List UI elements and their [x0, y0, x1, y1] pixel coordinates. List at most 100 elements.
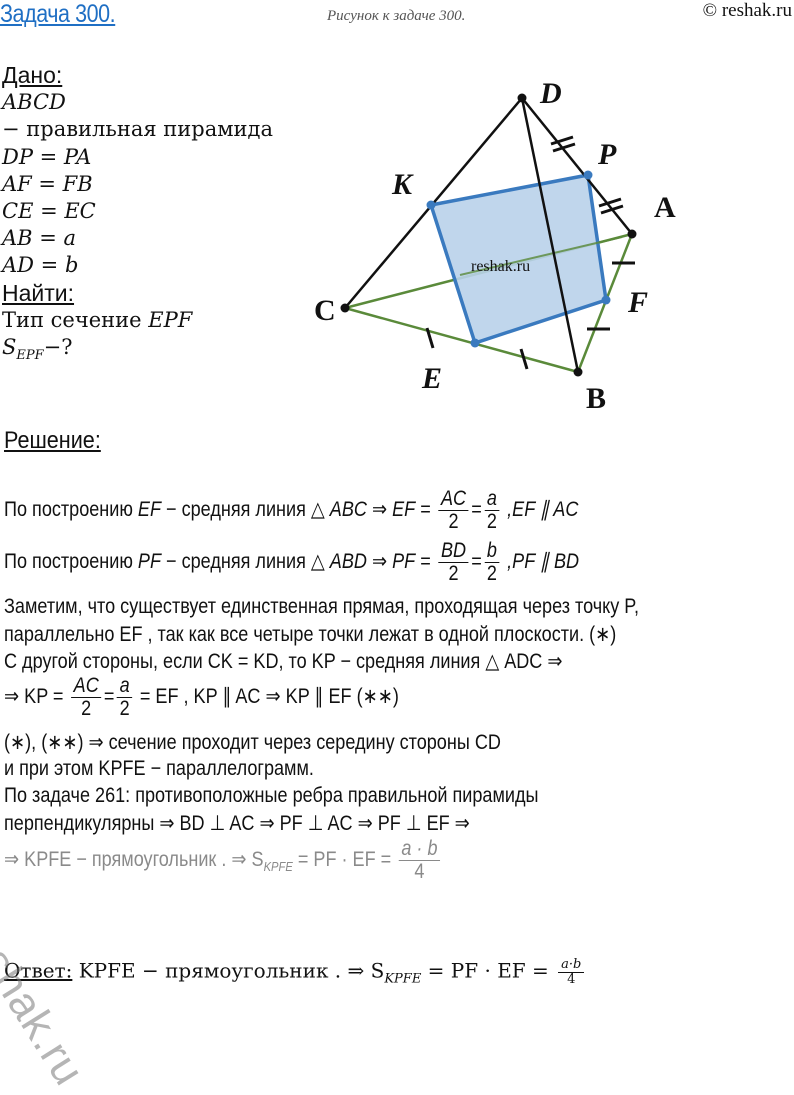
- text: = PF · EF =: [292, 848, 397, 872]
- label-a: A: [654, 191, 676, 224]
- solution-line-1: По построению EF − средняя линия △ ABC ⇒…: [4, 487, 579, 534]
- point-d: [517, 93, 527, 103]
- vertices: [340, 93, 637, 377]
- find-line-type: Тип сечение EPF: [2, 307, 273, 334]
- label-k: K: [391, 168, 414, 201]
- label-d: D: [539, 77, 562, 110]
- solution-line-5: С другой стороны, если CK = KD, то KP − …: [4, 650, 563, 673]
- numerator: a: [117, 674, 133, 699]
- numerator: a: [484, 487, 500, 512]
- answer-text: = PF · EF =: [421, 958, 556, 983]
- label-f: F: [627, 286, 648, 319]
- denominator: 2: [486, 562, 497, 586]
- text: =: [415, 550, 436, 574]
- answer-heading: Ответ:: [4, 958, 73, 983]
- text: =: [415, 498, 436, 522]
- given-line: − правильная пирамида: [2, 117, 274, 142]
- solution-line-2: По построению PF − средняя линия △ ABD ⇒…: [4, 539, 580, 586]
- point-p: [583, 170, 593, 180]
- label-c: C: [314, 294, 336, 327]
- figure-caption: Рисунок к задаче 300.: [327, 8, 466, 24]
- label-p: P: [597, 138, 617, 171]
- math: EF: [137, 498, 162, 522]
- denominator: 2: [448, 562, 459, 586]
- figure-watermark: reshak.ru: [471, 258, 530, 275]
- area-subscript: EPF: [16, 348, 44, 364]
- math: ,EF ∥ AC: [502, 498, 579, 522]
- task-title-link[interactable]: Задача 300.: [0, 0, 116, 28]
- denominator: 4: [414, 860, 425, 884]
- numerator: AC: [71, 674, 102, 699]
- tick-marks: [425, 135, 635, 370]
- edge-db: [520, 97, 580, 373]
- solution-line-3: Заметим, что существует единственная пря…: [4, 595, 640, 618]
- point-f: [601, 295, 611, 305]
- text: По построению: [4, 498, 138, 522]
- denominator: 2: [448, 510, 459, 534]
- denominator: 2: [119, 697, 130, 721]
- text: − средняя линия △: [161, 550, 330, 574]
- given-heading: Дано:: [2, 62, 63, 88]
- given-line: AB = a: [2, 226, 77, 251]
- given-line: DP = PA: [2, 144, 92, 169]
- edge-cb: [344, 306, 579, 374]
- numerator: a · b: [398, 837, 441, 862]
- solution-line-8: и при этом KPFE − параллелограмм.: [4, 757, 314, 780]
- solution-heading: Решение:: [4, 427, 101, 454]
- math: EF: [392, 498, 416, 522]
- numerator: a·b: [558, 958, 585, 973]
- find-math: EPF: [148, 307, 193, 332]
- denominator: 4: [567, 971, 576, 987]
- math: ABC: [329, 498, 367, 522]
- given-block: Дано: ABCD − правильная пирамида DP = PA…: [2, 62, 273, 369]
- given-line: CE = EC: [2, 199, 96, 224]
- point-e: [470, 338, 480, 348]
- math: ABD: [329, 550, 367, 574]
- math: PF: [392, 550, 416, 574]
- answer-subscript: KPFE: [384, 971, 422, 987]
- given-line: ABCD: [2, 90, 66, 115]
- text: ⇒: [366, 550, 393, 574]
- find-text: Тип сечение: [2, 307, 149, 332]
- label-b: B: [586, 382, 606, 415]
- math: ,PF ∥ BD: [502, 550, 580, 574]
- math: PF: [137, 550, 162, 574]
- copyright: © reshak.ru: [702, 0, 792, 21]
- subscript: KPFE: [263, 859, 293, 875]
- section-points: [426, 170, 611, 348]
- text: ⇒ KPFE − прямоугольник . ⇒ S: [4, 848, 264, 872]
- text: = EF , KP ∥ AC ⇒ KP ∥ EF (∗∗): [134, 685, 399, 709]
- edge-ca-behind: [459, 236, 623, 276]
- given-line: AD = b: [2, 253, 79, 278]
- area-question: −?: [43, 335, 73, 360]
- solution-line-10: перпендикулярны ⇒ BD ⊥ AC ⇒ PF ⊥ AC ⇒ PF…: [4, 812, 470, 835]
- find-heading: Найти:: [2, 279, 75, 306]
- numerator: AC: [438, 487, 469, 512]
- text: По построению: [4, 550, 138, 574]
- page-watermark: reshak.ru: [0, 905, 94, 1095]
- area-symbol: S: [2, 335, 17, 360]
- denominator: 2: [486, 510, 497, 534]
- pyramid-figure: D P K A C F E B reshak.ru: [314, 77, 676, 415]
- text: ⇒: [366, 498, 393, 522]
- denominator: 2: [81, 697, 92, 721]
- solution-line-4: параллельно EF , так как все четыре точк…: [4, 623, 617, 646]
- answer-text: KPFE − прямоугольник . ⇒ S: [72, 958, 385, 983]
- numerator: b: [484, 539, 500, 564]
- given-line: AF = FB: [2, 171, 93, 196]
- solution-line-11: ⇒ KPFE − прямоугольник . ⇒ SKPFE = PF · …: [4, 837, 443, 884]
- text: − средняя линия △: [161, 498, 330, 522]
- numerator: BD: [438, 539, 469, 564]
- point-c: [340, 303, 350, 313]
- solution-line-9: По задаче 261: противоположные ребра пра…: [4, 784, 539, 807]
- answer-line: Ответ: KPFE − прямоугольник . ⇒ SKPFE = …: [4, 958, 587, 987]
- label-e: E: [421, 362, 442, 395]
- solution-line-7: (∗), (∗∗) ⇒ сечение проходит через серед…: [4, 731, 501, 754]
